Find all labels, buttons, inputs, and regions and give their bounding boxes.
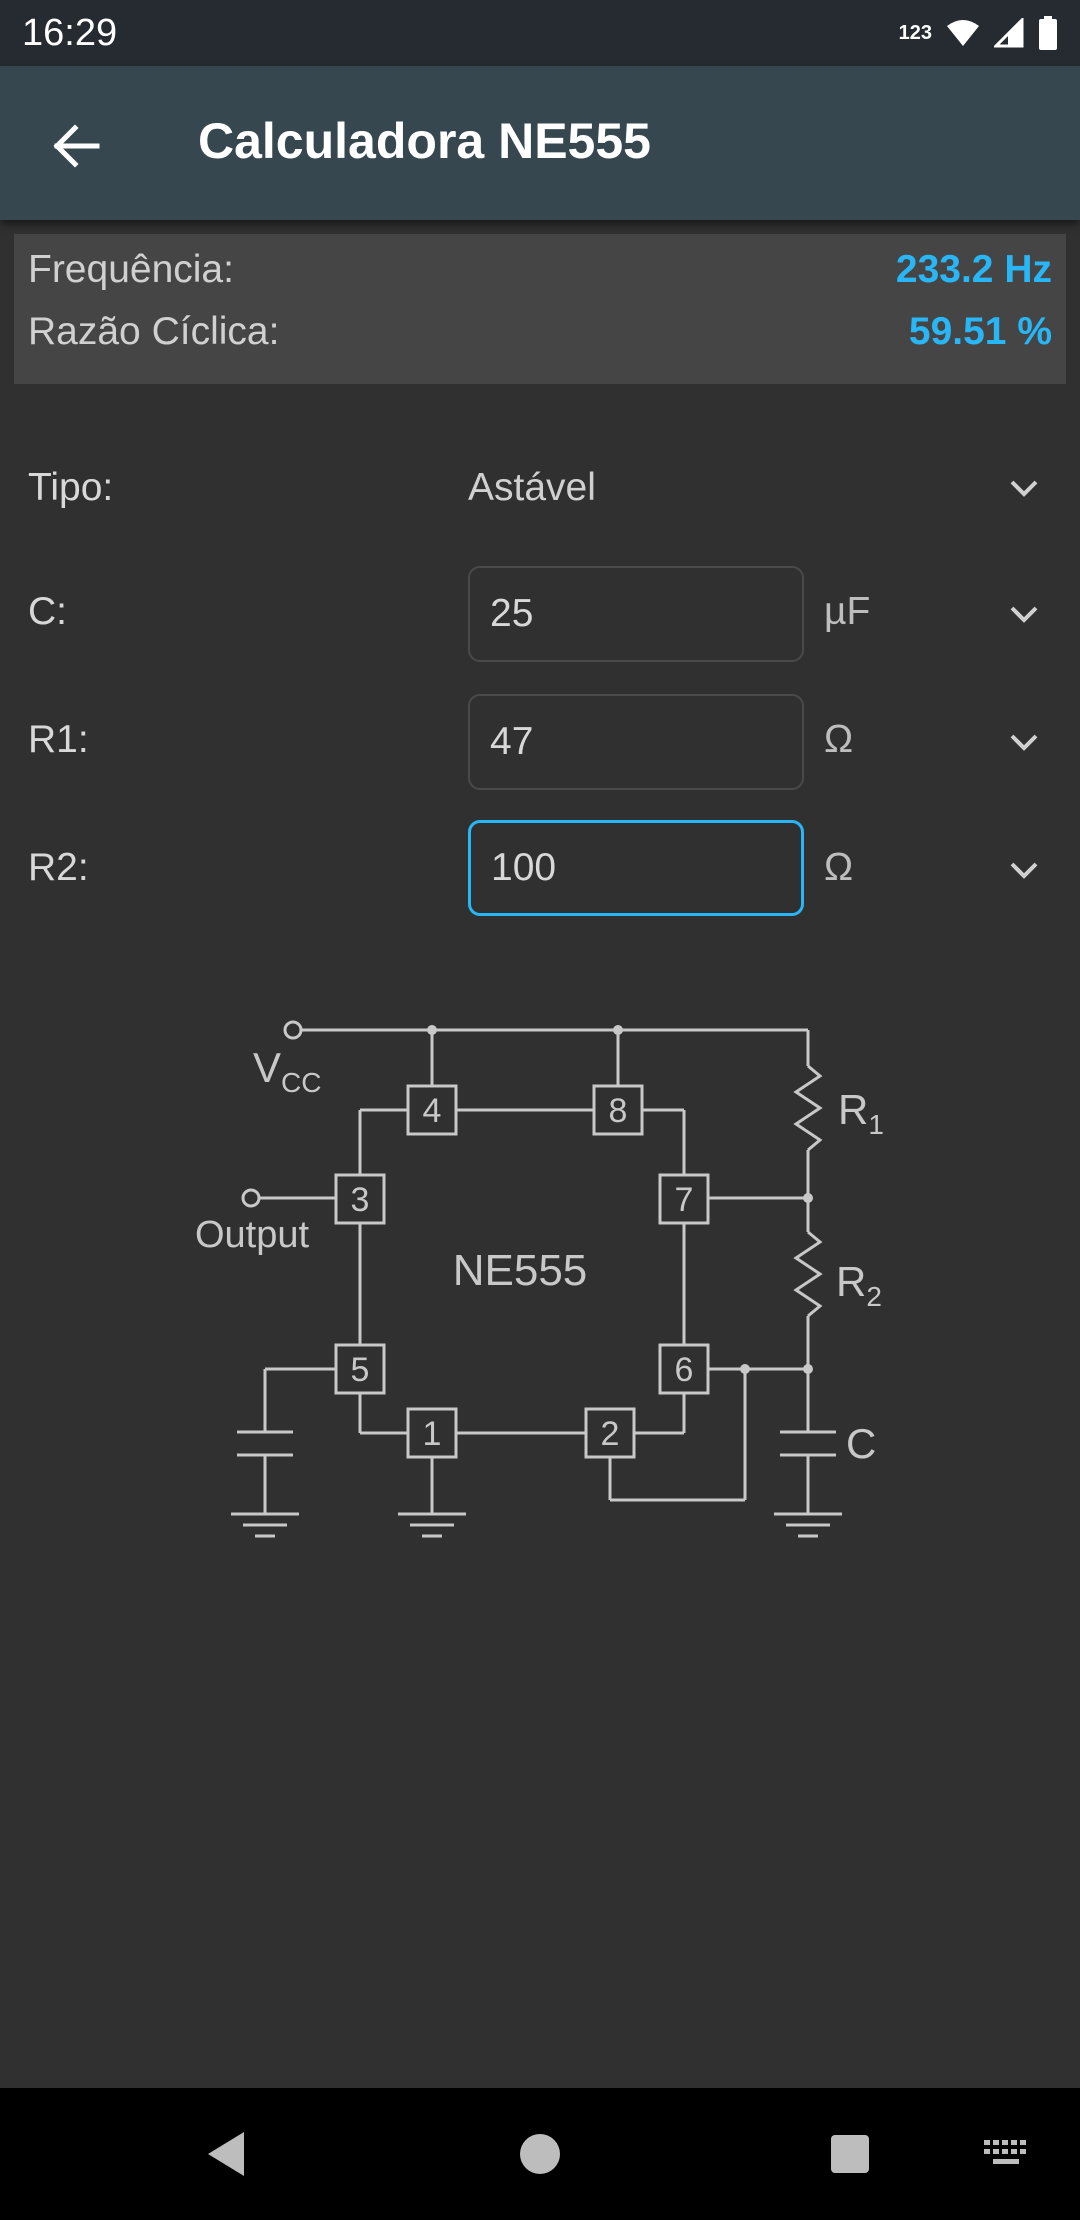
schematic-junctions: [427, 1025, 813, 1374]
battery-icon: [1039, 16, 1057, 50]
pin-label-7: 7: [675, 1181, 694, 1219]
r2-unit[interactable]: Ω: [824, 846, 854, 889]
pin-box-6: [658, 1343, 710, 1395]
ne555-schematic: 4 8 3 7 5 6 1 2 NE555 VCC Output R1 R2 C: [195, 1020, 884, 1538]
system-nav-bar: [0, 2088, 1080, 2220]
pin-box-8: [592, 1084, 644, 1136]
wifi-icon: [947, 20, 979, 46]
recents-square-icon: [831, 2135, 869, 2173]
frequency-label: Frequência:: [28, 248, 234, 291]
vcc-label: VCC: [253, 1044, 321, 1098]
back-triangle-icon: [208, 2132, 244, 2176]
frequency-value: 233.2 Hz: [895, 248, 1052, 291]
r1-label: R1:: [28, 718, 89, 761]
status-icons: 123: [899, 16, 1058, 50]
pin-label-1: 1: [423, 1415, 442, 1453]
r1-schematic-label: R1: [838, 1086, 884, 1140]
r1-unit[interactable]: Ω: [824, 718, 854, 761]
chevron-down-icon: [1010, 862, 1038, 879]
capacitance-unit-dropdown[interactable]: [1000, 590, 1048, 638]
pin-box-7: [658, 1173, 710, 1225]
chip-label: NE555: [453, 1246, 588, 1295]
home-circle-icon: [520, 2134, 560, 2174]
r2-input[interactable]: 100: [468, 820, 804, 916]
pin-box-4: [406, 1084, 458, 1136]
nav-recents-button[interactable]: [820, 2124, 880, 2184]
pin-label-2: 2: [601, 1415, 620, 1453]
capacitance-unit[interactable]: µF: [824, 590, 871, 633]
keyboard-icon: [984, 2140, 1026, 2164]
signal-icon: [994, 18, 1024, 48]
r2-unit-dropdown[interactable]: [1000, 846, 1048, 894]
status-time: 16:29: [22, 11, 118, 54]
nav-back-button[interactable]: [196, 2124, 256, 2184]
pin-label-5: 5: [351, 1351, 370, 1389]
pin-box-1: [406, 1407, 458, 1459]
type-label: Tipo:: [28, 466, 114, 509]
output-label: Output: [195, 1214, 310, 1256]
capacitance-input[interactable]: 25: [468, 566, 804, 662]
app-bar: Calculadora NE555: [0, 66, 1080, 220]
type-dropdown[interactable]: [1000, 464, 1048, 512]
page-title: Calculadora NE555: [198, 113, 651, 169]
pin-label-8: 8: [609, 1092, 628, 1130]
schematic-wires: [231, 1020, 842, 1538]
pin-label-6: 6: [675, 1351, 694, 1389]
status-bar: 16:29 123: [0, 0, 1080, 66]
duty-cycle-label: Razão Cíclica:: [28, 310, 280, 353]
frequency-row: Frequência: 233.2 Hz: [28, 240, 1052, 300]
chevron-down-icon: [1010, 606, 1038, 623]
arrow-left-icon: [53, 124, 100, 168]
r1-input[interactable]: 47: [468, 694, 804, 790]
pin-box-3: [334, 1173, 386, 1225]
pin-label-4: 4: [423, 1092, 442, 1130]
duty-cycle-row: Razão Cíclica: 59.51 %: [28, 302, 1052, 362]
r1-unit-dropdown[interactable]: [1000, 718, 1048, 766]
status-indicator-text: 123: [898, 21, 932, 44]
chevron-down-icon: [1010, 480, 1038, 497]
pin-box-5: [334, 1343, 386, 1395]
chevron-down-icon: [1010, 734, 1038, 751]
type-select-value[interactable]: Astável: [468, 466, 596, 509]
c-label: C:: [28, 590, 67, 633]
results-panel: Frequência: 233.2 Hz Razão Cíclica: 59.5…: [14, 234, 1066, 384]
pin-label-3: 3: [351, 1181, 370, 1219]
back-button[interactable]: [36, 106, 116, 186]
pin-box-2: [584, 1407, 636, 1459]
r2-schematic-label: R2: [836, 1258, 882, 1312]
r2-label: R2:: [28, 846, 89, 889]
nav-home-button[interactable]: [510, 2124, 570, 2184]
c-schematic-label: C: [846, 1420, 876, 1467]
duty-cycle-value: 59.51 %: [908, 310, 1052, 353]
pin-boxes: [334, 1084, 710, 1459]
nav-keyboard-button[interactable]: [976, 2124, 1036, 2184]
